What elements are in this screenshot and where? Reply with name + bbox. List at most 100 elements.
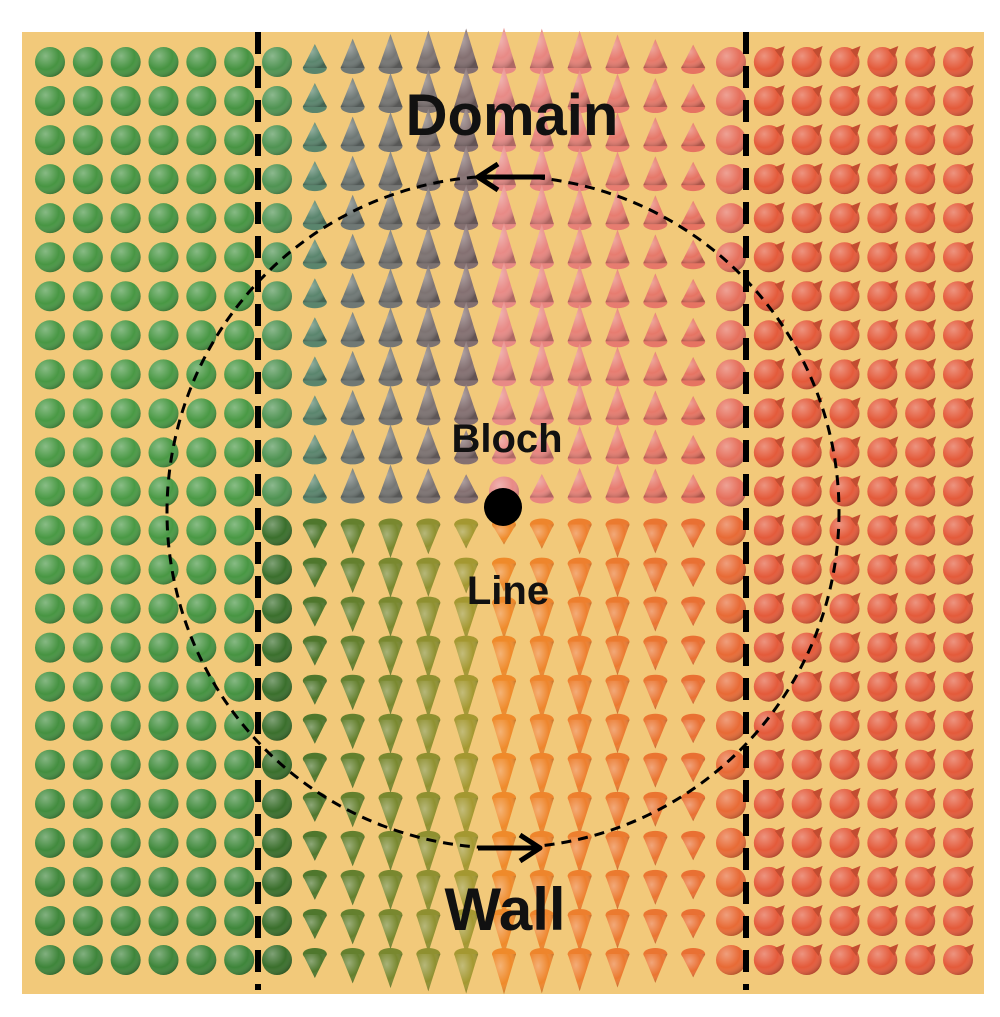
- cone-spin-icon: [529, 752, 554, 799]
- cone-spin-icon: [829, 397, 861, 429]
- cone-spin-icon: [605, 791, 630, 832]
- cone-spin-icon: [753, 124, 785, 156]
- cone-spin-icon: [148, 827, 179, 858]
- cone-spin-icon: [262, 515, 292, 546]
- cone-spin-icon: [35, 47, 65, 77]
- cone-spin-icon: [492, 908, 516, 956]
- cone-spin-icon: [605, 908, 630, 949]
- cone-spin-icon: [262, 320, 292, 351]
- cone-spin-icon: [643, 674, 668, 710]
- cone-spin-icon: [867, 241, 899, 273]
- cone-spin-icon: [35, 164, 65, 195]
- cone-spin-icon: [753, 709, 785, 741]
- cone-spin-icon: [262, 359, 292, 390]
- cone-spin-icon: [416, 108, 441, 153]
- cone-spin-icon: [716, 125, 746, 156]
- cone-spin-icon: [492, 262, 516, 309]
- cone-spin-icon: [943, 826, 974, 858]
- cone-spin-icon: [829, 436, 861, 468]
- cone-spin-icon: [529, 869, 554, 916]
- cone-spin-icon: [681, 83, 706, 114]
- cone-spin-icon: [416, 752, 441, 797]
- cone-spin-icon: [753, 514, 785, 546]
- cone-spin-icon: [567, 30, 592, 74]
- cone-spin-icon: [186, 515, 217, 546]
- cone-spin-icon: [753, 241, 785, 273]
- cone-spin-icon: [643, 635, 668, 671]
- cone-spin-icon: [681, 948, 706, 978]
- cone-spin-icon: [605, 151, 630, 192]
- cone-spin-icon: [753, 826, 785, 858]
- cone-spin-icon: [643, 948, 668, 983]
- cone-spin-icon: [643, 78, 668, 114]
- cone-spin-icon: [302, 317, 327, 348]
- cone-spin-icon: [905, 85, 937, 117]
- cone-spin-icon: [681, 674, 706, 705]
- cone-spin-icon: [905, 514, 937, 546]
- cone-spin-icon: [681, 317, 706, 348]
- cone-spin-icon: [681, 869, 706, 900]
- cone-spin-icon: [492, 791, 516, 839]
- cone-spin-icon: [867, 592, 899, 624]
- cone-spin-icon: [605, 229, 630, 270]
- cone-spin-icon: [35, 437, 65, 468]
- cone-spin-icon: [302, 557, 327, 588]
- cone-spin-icon: [224, 632, 255, 663]
- cone-spin-icon: [681, 791, 706, 822]
- cone-spin-icon: [716, 398, 746, 429]
- cone-spin-icon: [302, 830, 327, 861]
- cone-spin-icon: [224, 437, 255, 468]
- cone-spin-icon: [148, 164, 179, 195]
- cone-spin-icon: [716, 788, 746, 819]
- cone-spin-icon: [302, 752, 327, 783]
- cone-spin-icon: [716, 242, 746, 273]
- cone-spin-icon: [492, 431, 516, 465]
- cone-spin-icon: [262, 593, 292, 624]
- cone-spin-icon: [529, 223, 554, 270]
- cone-spin-icon: [340, 311, 365, 348]
- cone-spin-icon: [905, 358, 937, 390]
- cone-spin-icon: [416, 635, 441, 680]
- cone-spin-icon: [35, 398, 65, 429]
- cone-spin-icon: [567, 596, 592, 640]
- cone-spin-icon: [224, 905, 255, 936]
- cone-spin-icon: [681, 557, 706, 587]
- cone-spin-icon: [867, 670, 899, 702]
- cone-spin-icon: [791, 280, 823, 312]
- cone-spin-icon: [716, 632, 746, 663]
- cone-spin-icon: [110, 749, 141, 780]
- cone-spin-icon: [148, 125, 179, 156]
- cone-spin-icon: [72, 242, 103, 273]
- cone-spin-icon: [867, 397, 899, 429]
- cone-spin-icon: [867, 124, 899, 156]
- cone-spin-icon: [829, 46, 861, 77]
- cone-spin-icon: [791, 865, 823, 897]
- cone-spin-icon: [454, 145, 479, 192]
- cone-spin-icon: [35, 788, 65, 819]
- cone-spin-icon: [378, 112, 403, 153]
- cone-spin-icon: [35, 554, 65, 585]
- cone-spin-icon: [186, 866, 217, 897]
- cone-spin-icon: [186, 437, 217, 468]
- cone-spin-icon: [829, 826, 861, 858]
- cone-spin-icon: [224, 827, 255, 858]
- cone-spin-icon: [262, 86, 292, 117]
- cone-spin-icon: [186, 788, 217, 819]
- cone-spin-icon: [302, 635, 327, 666]
- cone-spin-icon: [454, 752, 479, 799]
- label-line: Line: [467, 569, 549, 613]
- cone-spin-icon: [529, 908, 554, 955]
- cone-spin-icon: [905, 46, 937, 77]
- cone-spin-icon: [681, 161, 706, 192]
- cone-spin-icon: [529, 948, 554, 994]
- cone-spin-icon: [148, 86, 179, 117]
- cone-spin-icon: [492, 752, 516, 799]
- cone-spin-icon: [224, 86, 255, 117]
- cone-spin-icon: [454, 908, 479, 955]
- cone-spin-icon: [716, 710, 746, 741]
- cone-spin-icon: [867, 85, 899, 117]
- cone-spin-icon: [72, 86, 103, 117]
- cone-spin-icon: [148, 320, 179, 351]
- cone-spin-icon: [943, 709, 974, 741]
